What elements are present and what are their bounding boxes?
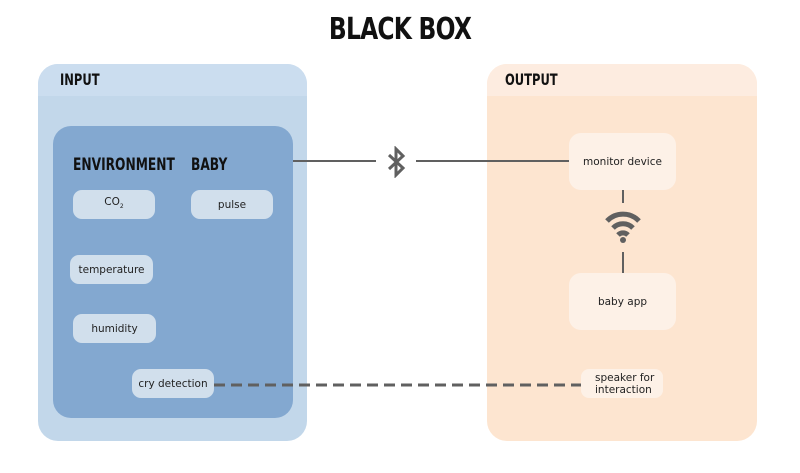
temperature-sensor-node: temperature — [70, 255, 153, 284]
cry-to-speaker-dashed-link — [214, 383, 581, 387]
environment-heading: ENVIRONMENT — [73, 155, 175, 175]
monitor-device-label: monitor device — [583, 155, 662, 168]
bluetooth-link-left — [293, 160, 376, 162]
bluetooth-icon — [387, 146, 406, 178]
temperature-label: temperature — [78, 263, 145, 276]
humidity-label: humidity — [91, 322, 138, 335]
speaker-node: speaker for interaction — [581, 369, 663, 398]
baby-app-label: baby app — [597, 295, 648, 308]
speaker-label: speaker for interaction — [595, 371, 655, 396]
input-panel-title: INPUT — [60, 70, 100, 89]
wifi-link-top — [622, 190, 624, 203]
pulse-label: pulse — [217, 198, 247, 211]
wifi-icon — [605, 211, 641, 243]
cry-detection-node: cry detection — [132, 369, 214, 398]
co2-label: CO2 — [104, 195, 124, 211]
output-panel-title: OUTPUT — [505, 70, 558, 89]
humidity-sensor-node: humidity — [73, 314, 156, 343]
bluetooth-link-right — [416, 160, 569, 162]
input-panel-header — [38, 64, 307, 96]
diagram-title: BLACK BOX — [328, 12, 472, 47]
wifi-link-bottom — [622, 252, 624, 273]
pulse-sensor-node: pulse — [191, 190, 273, 219]
baby-app-node: baby app — [569, 273, 676, 330]
baby-heading: BABY — [191, 155, 228, 175]
co2-sensor-node: CO2 — [73, 190, 155, 219]
output-panel-header — [487, 64, 757, 96]
cry-detection-label: cry detection — [138, 377, 208, 390]
monitor-device-node: monitor device — [569, 133, 676, 190]
